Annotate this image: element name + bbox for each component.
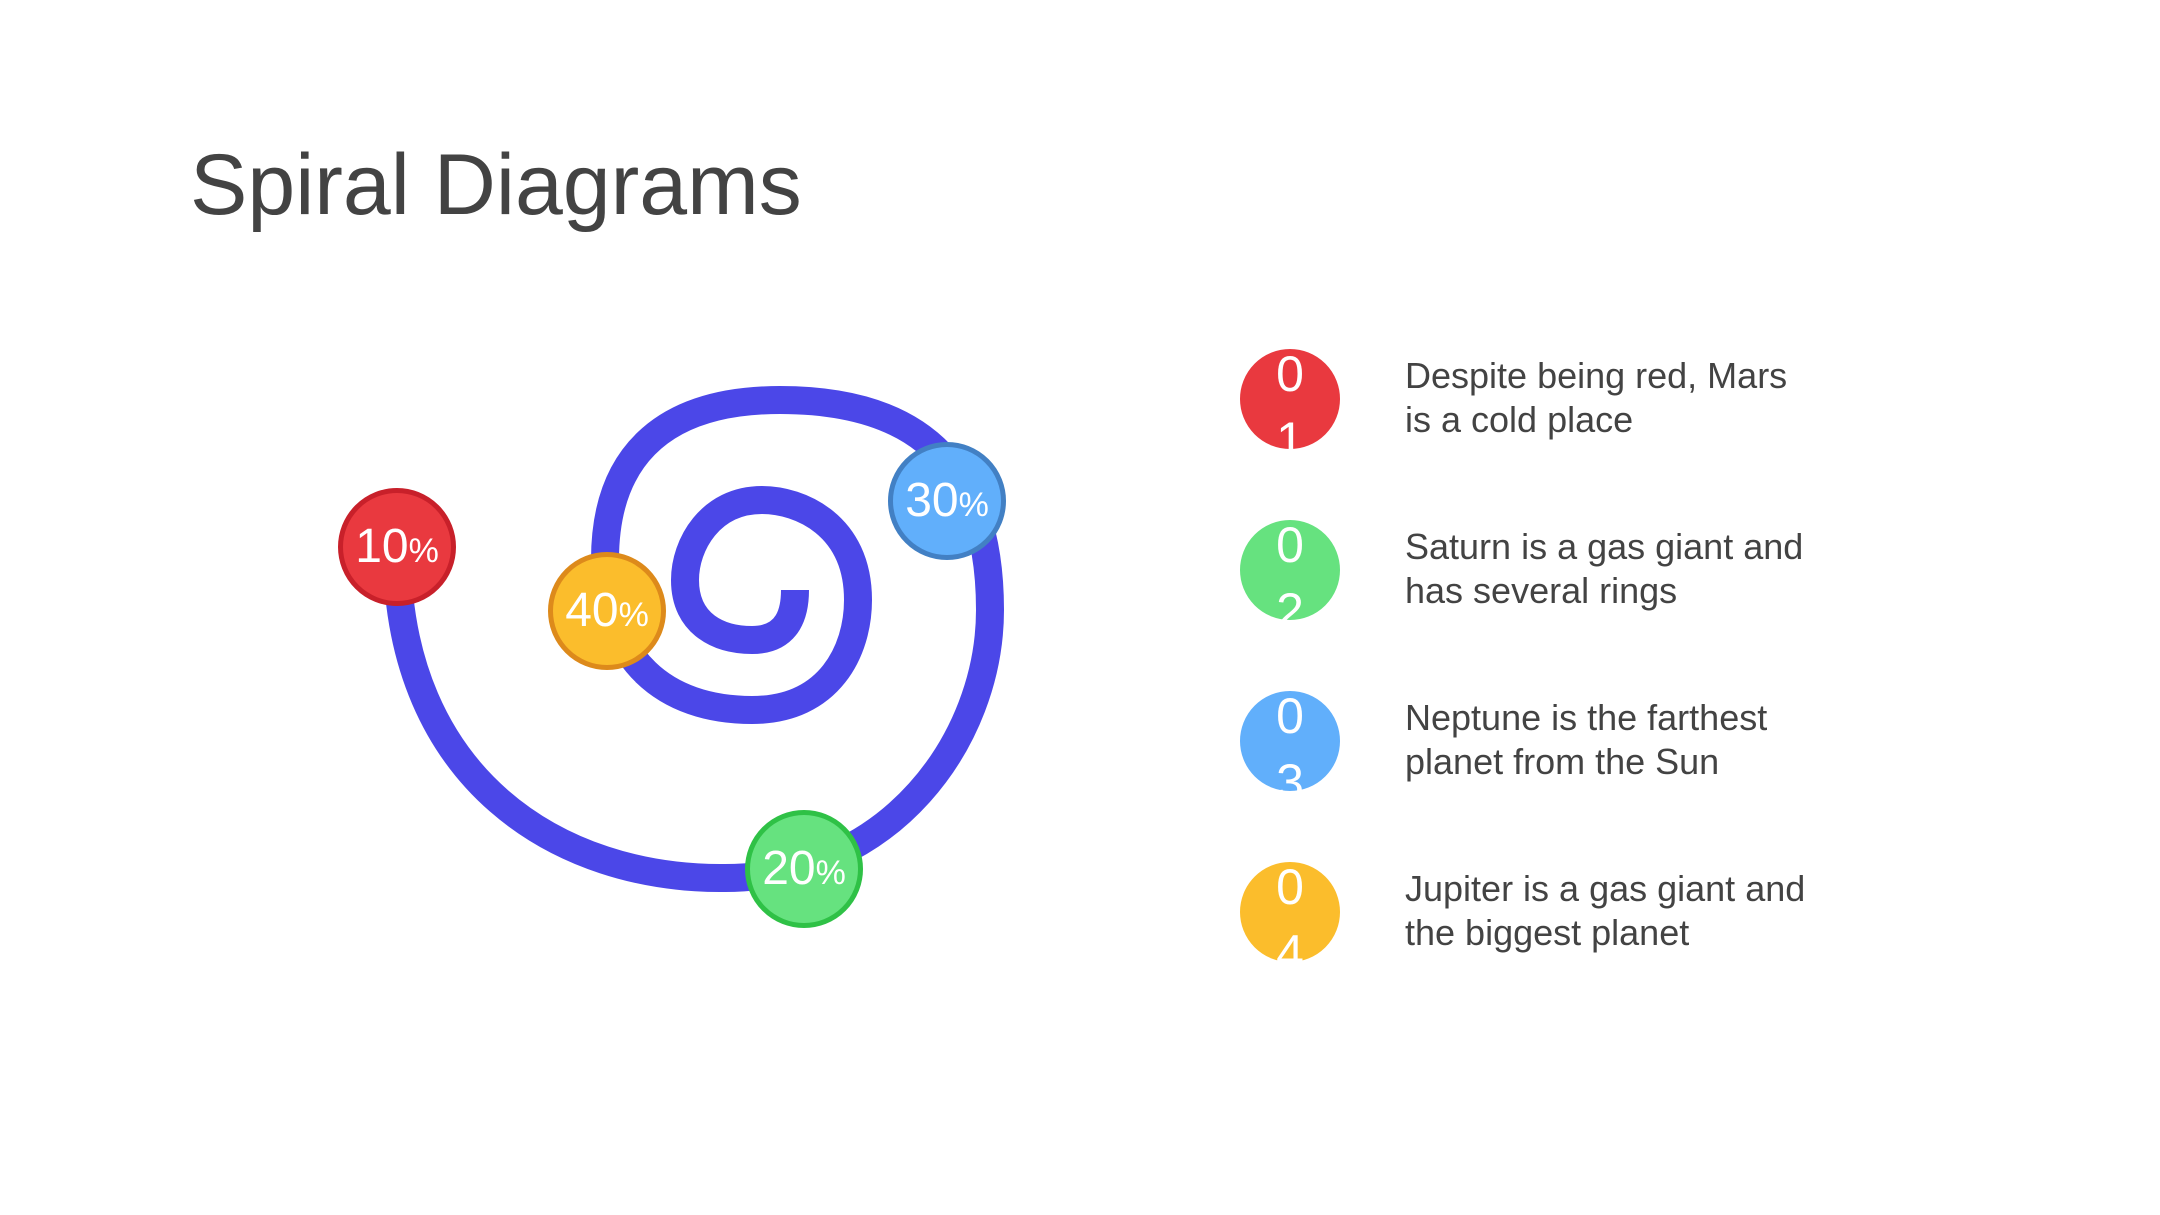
number-circle: 0 2 <box>1235 515 1345 639</box>
badge-20-percent: 20% <box>745 810 863 928</box>
item-line-1: Neptune is the farthest <box>1405 697 1768 738</box>
item-number-digit-1: 0 <box>1276 688 1304 744</box>
item-description: Despite being red, Mars is a cold place <box>1405 354 1925 442</box>
list-item: 0 1 Despite being red, Mars is a cold pl… <box>1235 344 2135 468</box>
item-number-digit-2: 2 <box>1276 583 1304 639</box>
item-number: 0 2 <box>1240 512 1340 644</box>
badge-unit: % <box>958 486 989 524</box>
item-description: Saturn is a gas giant and has several ri… <box>1405 525 1925 613</box>
item-number: 0 1 <box>1240 341 1340 473</box>
badge-value: 20 <box>762 842 816 895</box>
badge-10-percent: 10% <box>338 488 456 606</box>
item-line-2: has several rings <box>1405 570 1678 611</box>
item-line-2: the biggest planet <box>1405 912 1690 953</box>
badge-value: 30 <box>905 474 959 527</box>
number-circle: 0 3 <box>1235 686 1345 810</box>
badge-unit: % <box>408 532 439 570</box>
number-circle: 0 1 <box>1235 344 1345 468</box>
badge-40-percent: 40% <box>548 552 666 670</box>
item-number: 0 4 <box>1240 854 1340 986</box>
item-number-digit-2: 4 <box>1276 925 1304 981</box>
item-line-1: Jupiter is a gas giant and <box>1405 868 1806 909</box>
item-number-digit-1: 0 <box>1276 859 1304 915</box>
badge-value: 10 <box>355 520 409 573</box>
badge-30-percent: 30% <box>888 442 1006 560</box>
list-item: 0 4 Jupiter is a gas giant and the bigge… <box>1235 857 2135 981</box>
item-number-digit-2: 1 <box>1276 412 1304 468</box>
item-number: 0 3 <box>1240 683 1340 815</box>
item-line-1: Despite being red, Mars <box>1405 355 1788 396</box>
badge-unit: % <box>815 854 846 892</box>
item-line-2: is a cold place <box>1405 399 1634 440</box>
number-circle: 0 4 <box>1235 857 1345 981</box>
item-number-digit-1: 0 <box>1276 346 1304 402</box>
badge-unit: % <box>618 596 649 634</box>
list-item: 0 2 Saturn is a gas giant and has severa… <box>1235 515 2135 639</box>
item-line-1: Saturn is a gas giant and <box>1405 526 1804 567</box>
item-description: Jupiter is a gas giant and the biggest p… <box>1405 867 1925 955</box>
item-description: Neptune is the farthest planet from the … <box>1405 696 1925 784</box>
page-title: Spiral Diagrams <box>190 137 802 233</box>
list-item: 0 3 Neptune is the farthest planet from … <box>1235 686 2135 810</box>
item-number-digit-1: 0 <box>1276 517 1304 573</box>
item-number-digit-2: 3 <box>1276 754 1304 810</box>
item-line-2: planet from the Sun <box>1405 741 1720 782</box>
badge-value: 40 <box>565 584 619 637</box>
